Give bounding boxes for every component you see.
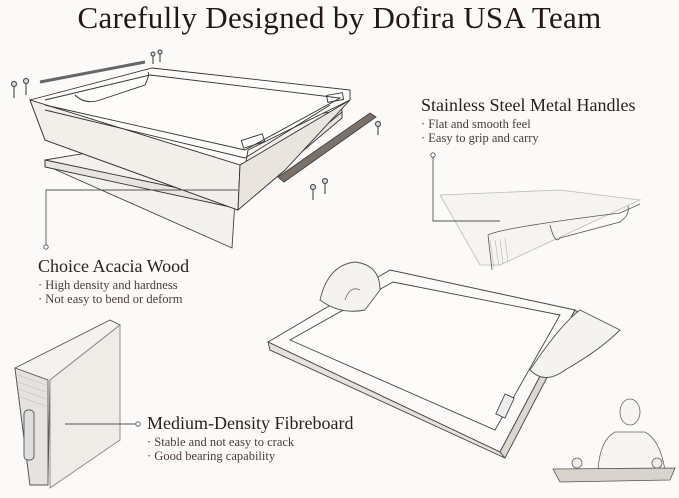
man-carrying-tray-sketch [552,398,676,483]
fibreboard-points: Stable and not easy to crack Good bearin… [147,435,353,463]
page-title: Carefully Designed by Dofira USA Team [77,0,602,35]
callout-handles: Stainless Steel Metal Handles Flat and s… [421,95,635,145]
handles-point: Easy to grip and carry [421,131,635,145]
fibreboard-point: Good bearing capability [147,449,353,463]
handle-closeup-sketch [439,189,642,271]
wood-points: High density and hardness Not easy to be… [38,278,189,306]
fibreboard-point: Stable and not easy to crack [147,435,353,449]
handles-heading: Stainless Steel Metal Handles [421,95,636,115]
callout-wood: Choice Acacia Wood High density and hard… [38,256,189,306]
fibreboard-heading: Medium-Density Fibreboard [147,413,354,433]
wood-point: Not easy to bend or deform [38,292,189,306]
callout-fibreboard: Medium-Density Fibreboard Stable and not… [147,413,353,463]
handles-points: Flat and smooth feel Easy to grip and ca… [421,117,635,145]
wood-point: High density and hardness [38,278,189,292]
tray-side-profile-sketch [14,319,121,489]
fibreboard-leader-line [65,421,141,427]
handles-leader-line [430,152,500,222]
wood-leader-line [43,189,238,250]
wood-heading: Choice Acacia Wood [38,256,190,276]
handles-point: Flat and smooth feel [421,117,635,131]
exploded-tray-diagram [10,49,382,249]
hands-holding-tray-sketch [267,261,621,459]
